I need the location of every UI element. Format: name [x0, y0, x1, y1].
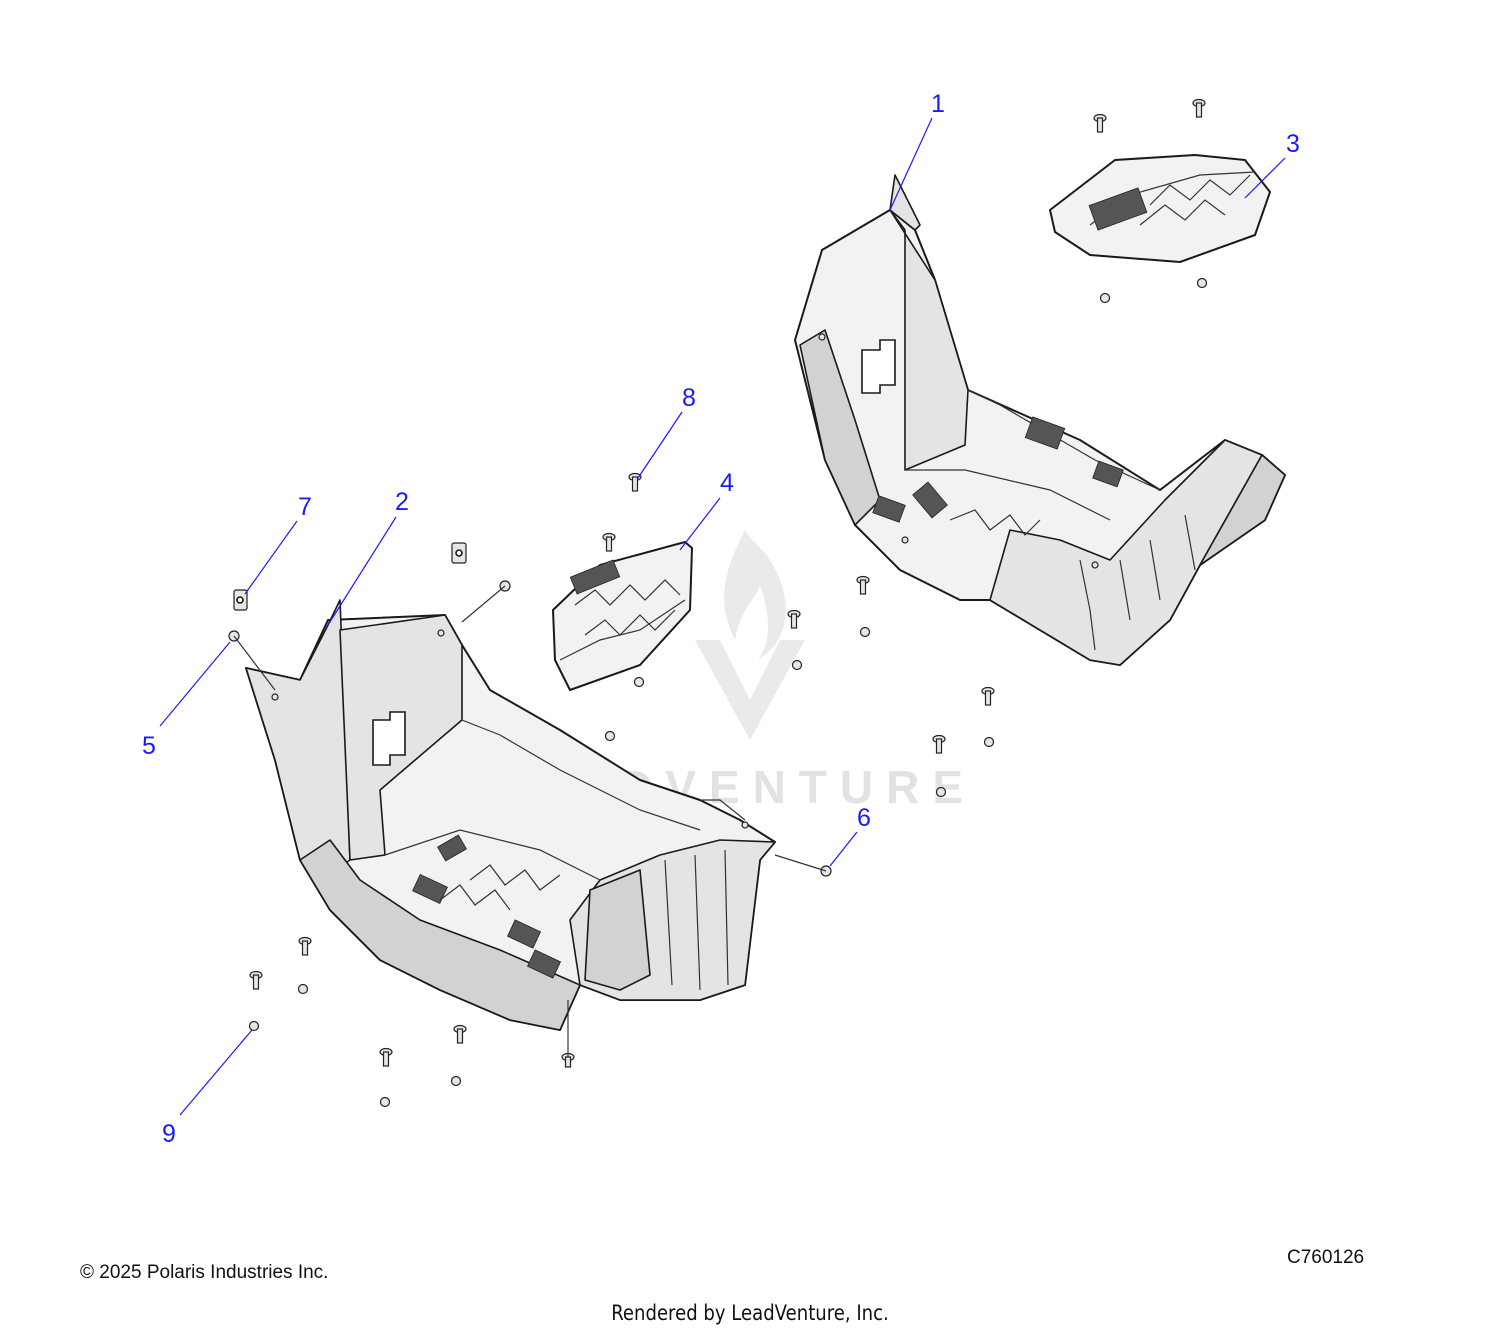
callout-4[interactable]: 4: [679, 469, 734, 551]
callout-1[interactable]: 1: [889, 90, 945, 211]
bolt: [453, 1024, 467, 1044]
callout-2[interactable]: 2: [327, 488, 409, 626]
callout-label: 6: [857, 804, 871, 832]
nut: [859, 626, 871, 638]
callout-label: 9: [162, 1120, 176, 1148]
nut: [604, 730, 616, 742]
callouts: 1 2 3 4 5 6 7 8: [142, 90, 1300, 1148]
nut: [248, 1020, 260, 1032]
bolt: [249, 970, 263, 990]
callout-3[interactable]: 3: [1244, 130, 1300, 199]
callout-5[interactable]: 5: [142, 641, 231, 760]
nut: [1099, 292, 1111, 304]
copyright-text: © 2025 Polaris Industries Inc.: [80, 1262, 329, 1283]
bolt: [602, 532, 616, 552]
bolt: [298, 936, 312, 956]
callout-6[interactable]: 6: [829, 804, 871, 867]
callout-label: 2: [395, 488, 409, 516]
callout-label: 7: [298, 493, 312, 521]
nut: [935, 786, 947, 798]
bolt: [379, 1047, 393, 1067]
diagram-code: C760126: [1287, 1247, 1365, 1268]
clip: [233, 589, 248, 611]
nut: [379, 1096, 391, 1108]
callout-label: 5: [142, 732, 156, 760]
callout-7[interactable]: 7: [244, 493, 312, 595]
callout-9[interactable]: 9: [162, 1029, 253, 1148]
bolt: [981, 686, 995, 706]
callout-label: 4: [720, 469, 734, 497]
bolt: [787, 609, 801, 629]
callout-8[interactable]: 8: [637, 384, 696, 479]
bolt: [628, 472, 642, 492]
right-footwell-part: [794, 174, 1286, 666]
left-footwell-part: [245, 599, 776, 1031]
callout-label: 8: [682, 384, 696, 412]
left-floor-plate-part: [552, 541, 693, 691]
nut: [450, 1075, 462, 1087]
fasteners: [228, 98, 1208, 1108]
callout-label: 1: [931, 90, 945, 118]
callout-label: 3: [1286, 130, 1300, 158]
bolt: [1192, 98, 1206, 118]
nut: [297, 983, 309, 995]
bolt: [1093, 113, 1107, 133]
rendered-by-text: Rendered by LeadVenture, Inc.: [611, 1301, 889, 1325]
clip: [451, 542, 467, 564]
nut: [1196, 277, 1208, 289]
nut: [983, 736, 995, 748]
bolt: [932, 734, 946, 754]
nut: [791, 659, 803, 671]
assembly-lines: [233, 585, 827, 1057]
nut: [633, 676, 645, 688]
bolt: [856, 575, 870, 595]
right-floor-plate-part: [1049, 154, 1271, 263]
